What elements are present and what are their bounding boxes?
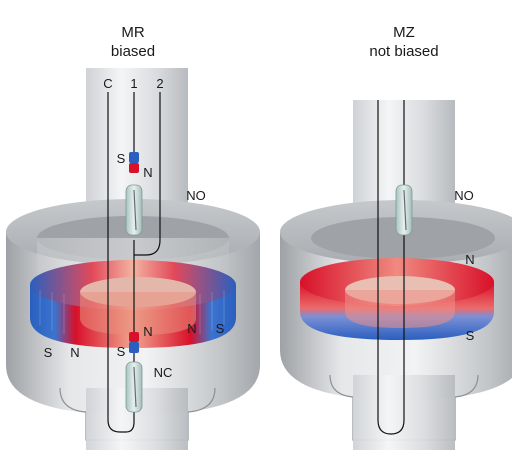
reed-switch-nc-left — [125, 361, 143, 413]
wire-c-label: C — [103, 76, 112, 91]
right-title: MZ — [393, 24, 415, 41]
right-assembly: MZ not biased NO N S — [280, 24, 512, 450]
left-no-label: NO — [186, 188, 206, 203]
right-no-label: NO — [454, 188, 474, 203]
bottom-magnet-s-label: S — [117, 344, 126, 359]
wire-c — [107, 92, 135, 433]
right-wires — [377, 100, 405, 435]
left-ring-inner-wall — [80, 292, 196, 335]
ring-right-n-label: N — [187, 321, 196, 336]
wire-2-label: 2 — [156, 76, 163, 91]
right-ring-inner-wall — [345, 290, 455, 328]
left-nc-label: NC — [154, 365, 173, 380]
right-ring-s-label: S — [466, 328, 475, 343]
left-assembly: MR biased C 1 2 S N NO N S NC S N N S — [6, 24, 260, 450]
right-housing-well — [311, 217, 495, 259]
wire-2 — [134, 92, 161, 256]
reed-switch-no-left — [125, 184, 143, 236]
top-magnet-n-label: N — [143, 165, 152, 180]
bottom-bias-magnet — [129, 332, 139, 353]
left-ring-texture — [39, 290, 225, 334]
ring-left-s-label: S — [44, 345, 53, 360]
left-title: MR — [121, 24, 144, 41]
reed-switch-no-right — [395, 184, 413, 236]
ring-right-s-label: S — [216, 321, 225, 336]
ring-left-n-label: N — [70, 345, 79, 360]
left-subtitle: biased — [111, 43, 155, 60]
right-subtitle: not biased — [369, 43, 438, 60]
top-magnet-s-label: S — [117, 151, 126, 166]
wire-1-label: 1 — [130, 76, 137, 91]
right-ring-n-label: N — [465, 252, 474, 267]
bottom-magnet-n-label: N — [143, 324, 152, 339]
right-wire-a — [377, 100, 405, 435]
top-bias-magnet — [129, 152, 139, 173]
